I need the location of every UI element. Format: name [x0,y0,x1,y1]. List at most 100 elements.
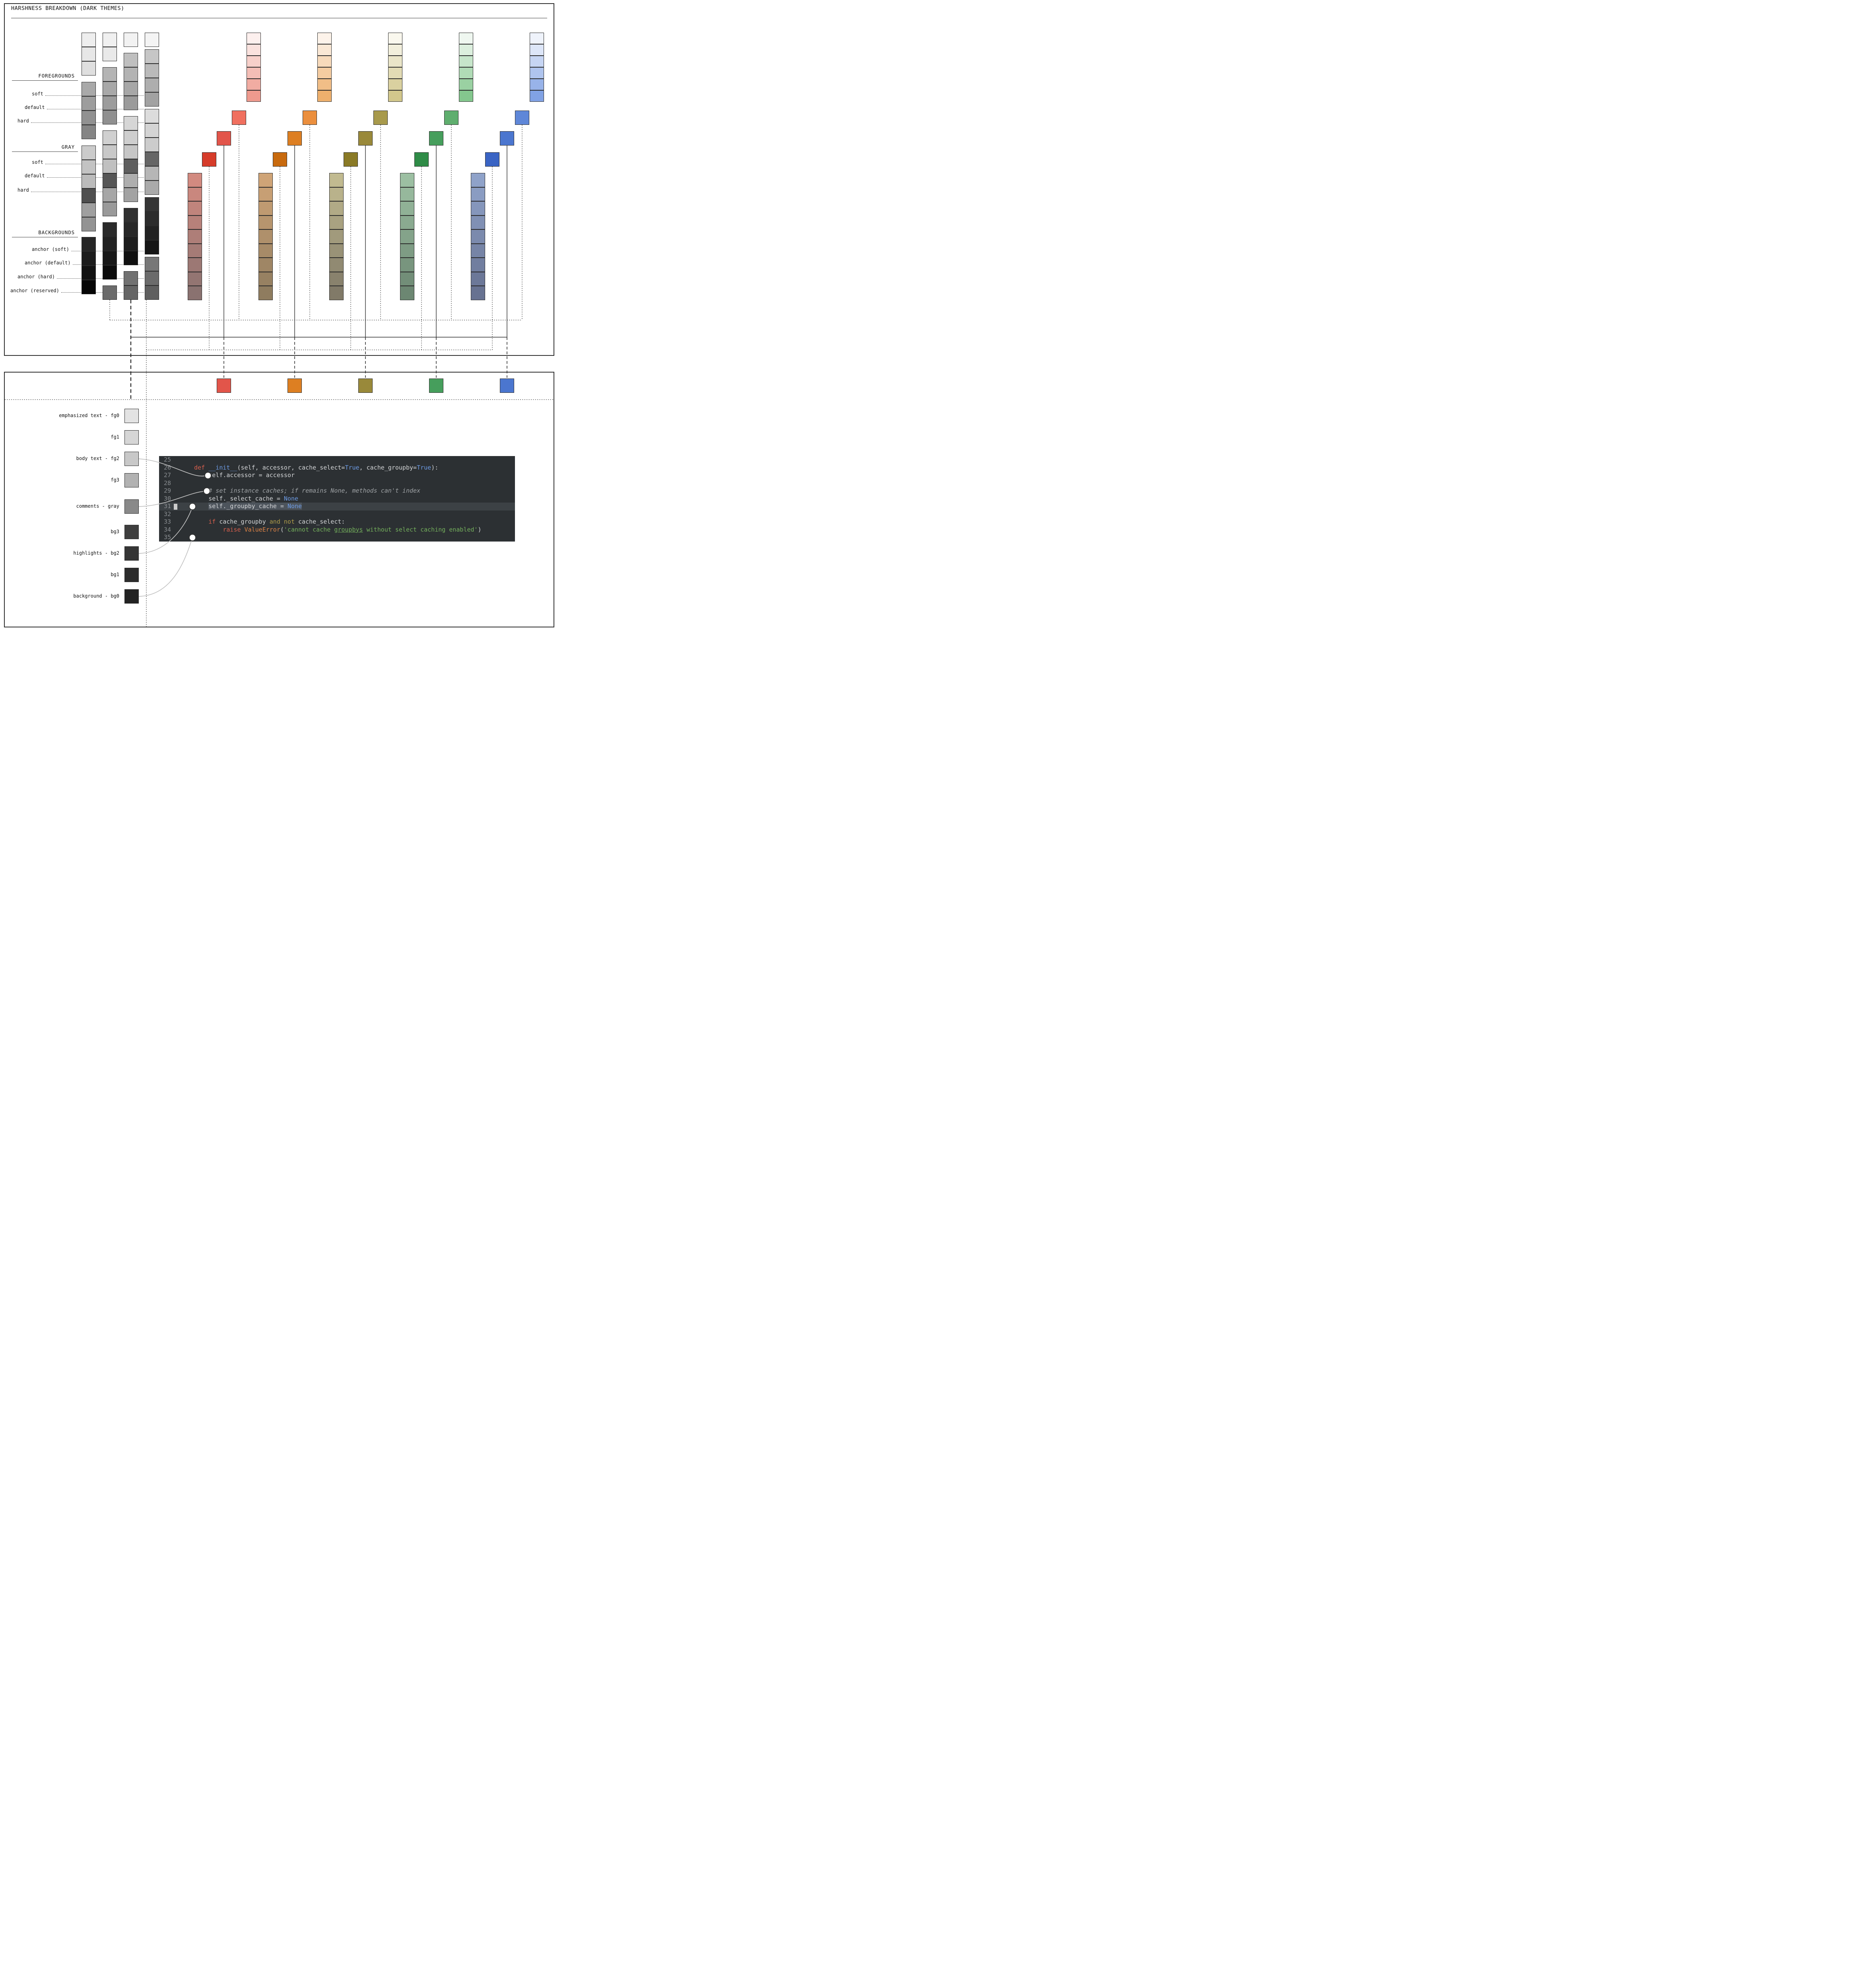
tint-swatch-olive [388,33,402,44]
gray-swatch [82,280,96,294]
code-line: 27 self.accessor = accessor [159,472,515,480]
token-label: fg1 [111,434,119,440]
code-token: self._select_cache = [180,495,284,502]
gray-swatch [145,257,159,271]
muted-swatch-olive [329,243,344,258]
gray-swatch [82,47,96,61]
gray-swatch [124,173,138,188]
code-token: self.accessor = accessor [180,472,295,479]
tint-swatch-olive [388,67,402,79]
palette-row-label-text: anchor (hard) [17,274,55,280]
code-line: 33 if cache_groupby and not cache_select… [159,518,515,526]
muted-swatch-orange [258,243,273,258]
tint-swatch-blue [530,67,544,79]
palette-row-label-text: anchor (reserved) [10,288,59,293]
code-token [180,503,208,510]
gray-swatch [103,33,117,47]
gray-swatch [103,159,117,173]
gray-swatch [103,82,117,96]
muted-swatch-red [188,173,202,187]
tint-swatch-green [459,44,473,56]
tint-swatch-orange [317,79,332,90]
muted-swatch-orange [258,258,273,272]
tint-swatch-blue [530,79,544,90]
gray-swatch [124,33,138,47]
muted-swatch-blue [471,173,485,187]
accent-soft-orange [303,111,317,125]
token-label: body text - fg2 [76,456,119,461]
token-label: emphasized text - fg0 [59,413,119,418]
muted-swatch-blue [471,229,485,244]
muted-swatch-green [400,187,414,201]
code-token: self._groupby_cache = [208,503,288,510]
gray-swatch [124,67,138,82]
gray-swatch [103,202,117,216]
code-token: and [269,518,280,526]
tint-swatch-orange [317,56,332,67]
token-swatch [124,568,139,582]
line-number: 26 [163,464,171,471]
tint-swatch-red [247,56,261,67]
tint-swatch-orange [317,33,332,44]
gray-swatch [145,49,159,64]
code-token: , cache_groupby= [359,464,417,471]
muted-swatch-blue [471,272,485,286]
gray-swatch [82,146,96,160]
tint-swatch-green [459,67,473,79]
code-line: 31 self._groupby_cache = None [159,503,515,511]
token-swatch [124,525,139,539]
gray-swatch [145,123,159,138]
gray-swatch [103,130,117,145]
gray-swatch [145,197,159,212]
line-number: 31 [163,503,171,510]
gray-swatch [82,237,96,251]
tint-swatch-blue [530,33,544,44]
line-number: 33 [163,518,171,526]
gray-swatch [82,111,96,125]
gray-swatch [124,285,138,300]
muted-swatch-olive [329,258,344,272]
gray-swatch [124,222,138,237]
tint-swatch-olive [388,44,402,56]
gray-swatch [103,265,117,280]
section-heading: BACKGROUNDS [38,229,75,235]
muted-swatch-olive [329,286,344,300]
muted-swatch-green [400,258,414,272]
gray-swatch [103,251,117,265]
tint-swatch-green [459,33,473,44]
code-token [280,518,284,525]
token-swatch [124,430,139,445]
gray-swatch [124,208,138,222]
tint-swatch-red [247,67,261,79]
gray-swatch [124,237,138,251]
muted-swatch-green [400,243,414,258]
token-swatch [124,409,139,423]
code-line: 29 # set instance caches; if remains Non… [159,487,515,495]
gray-swatch [124,159,138,173]
code-token [180,487,208,494]
tint-swatch-olive [388,56,402,67]
tint-swatch-blue [530,56,544,67]
muted-swatch-red [188,215,202,229]
token-label: bg1 [111,572,119,577]
muted-swatch-red [188,229,202,244]
tint-swatch-olive [388,90,402,102]
tint-swatch-red [247,90,261,102]
gray-swatch [103,110,117,124]
token-swatch [124,499,139,514]
accent-default-orange [288,131,302,146]
section-heading: GRAY [61,144,75,150]
accent-soft-blue [515,111,529,125]
gray-swatch [82,96,96,111]
muted-swatch-red [188,258,202,272]
gray-swatch [145,64,159,78]
code-token: True [417,464,431,471]
accent-default-olive [358,131,373,146]
muted-swatch-olive [329,173,344,187]
code-token [180,526,223,533]
code-token: ) [478,526,482,533]
muted-swatch-green [400,215,414,229]
code-token [241,526,245,533]
accent-soft-olive [373,111,388,125]
gray-swatch [124,96,138,110]
